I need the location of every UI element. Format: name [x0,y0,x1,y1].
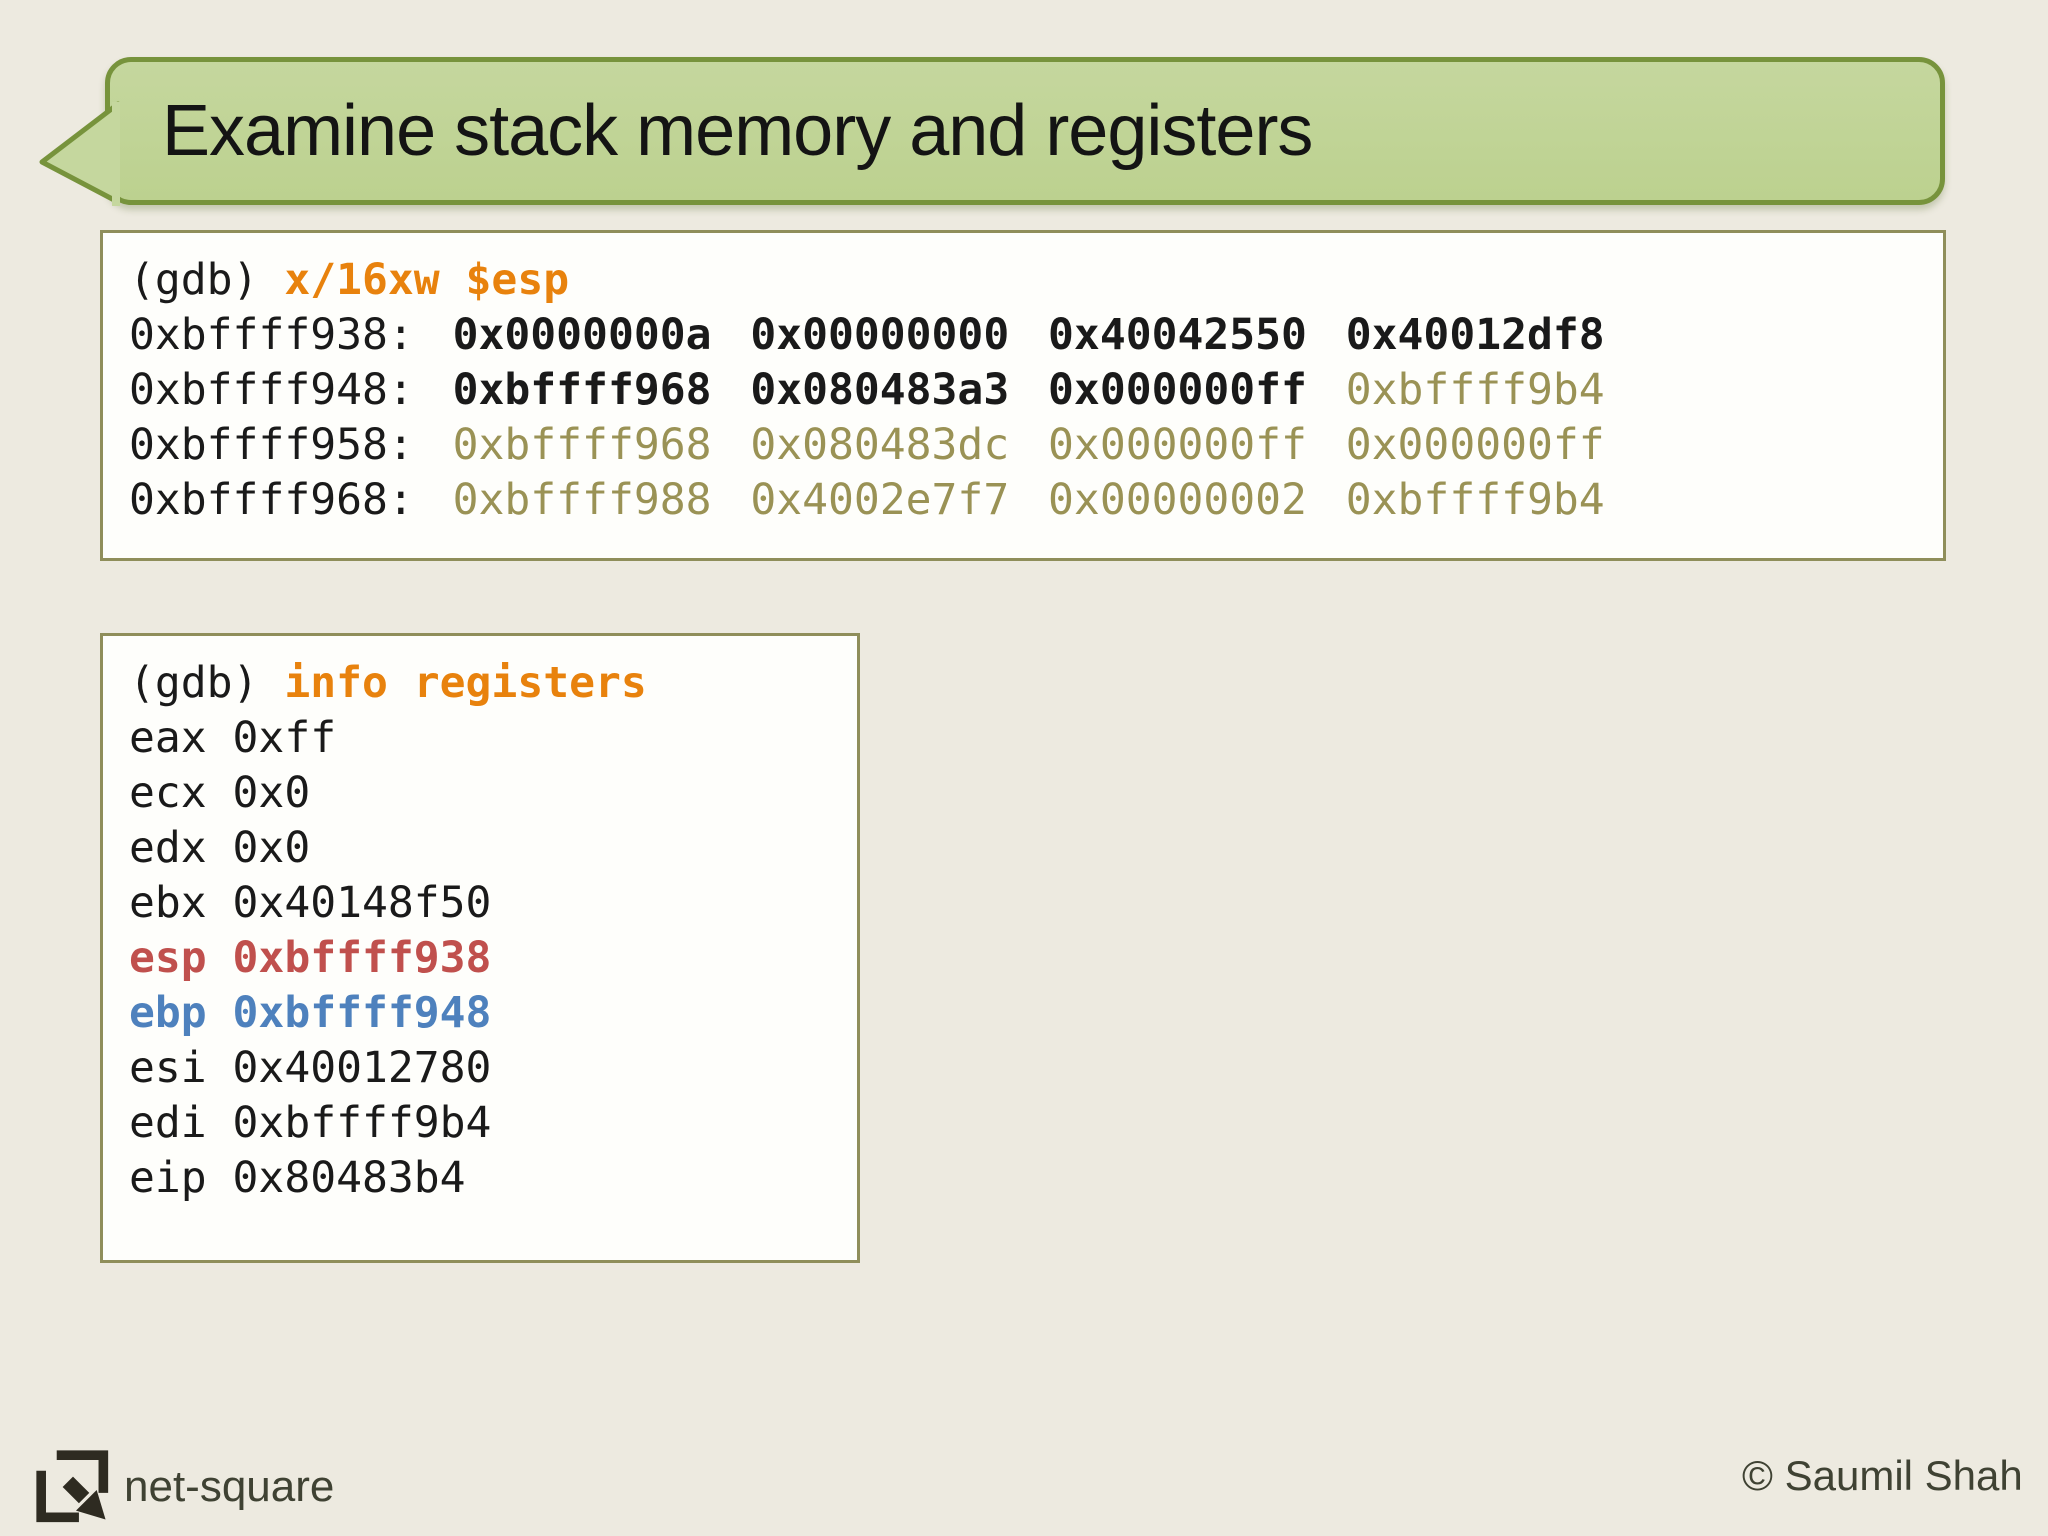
memory-value: 0x000000ff [1048,420,1307,470]
register-name: edi [129,1098,207,1148]
memory-value: 0x40012df8 [1345,310,1605,360]
gdb-command-line: (gdb) x/16xw $esp [129,253,1917,308]
gdb-prompt: (gdb) [129,255,259,305]
register-row: esp 0xbffff938 [129,931,831,986]
gdb-registers-panel: (gdb) info registers eax 0xff ecx 0x0 edx 0x… [100,633,860,1263]
memory-value: 0x00000002 [1048,475,1307,525]
speech-bubble-tail-icon [39,101,120,206]
memory-value: 0x000000ff [1345,420,1605,470]
footer-copyright: © Saumil Shah [1742,1452,2023,1499]
register-value: 0xbffff938 [232,933,492,983]
register-row: eax 0xff [129,711,831,766]
memory-value: 0xbffff988 [452,475,712,525]
gdb-command: x/16xw $esp [284,255,570,305]
register-value: 0xff [232,713,337,763]
title-bubble: Examine stack memory and registers [105,57,1945,205]
register-name: eax [129,713,207,763]
page-title: Examine stack memory and registers [162,91,1313,171]
register-name: ecx [129,768,207,818]
memory-value: 0x40042550 [1048,310,1307,360]
memory-row: 0xbffff958: 0xbffff968 0x080483dc 0x000000f… [129,418,1917,473]
memory-row: 0xbffff948: 0xbffff968 0x080483a3 0x000000f… [129,363,1917,418]
register-name: edx [129,823,207,873]
register-value: 0xbffff9b4 [232,1098,492,1148]
memory-address: 0xbffff938: [129,310,414,360]
register-value: 0x80483b4 [232,1153,466,1203]
memory-value: 0x00000000 [750,310,1010,360]
memory-value: 0x080483dc [750,420,1010,470]
memory-value: 0xbffff9b4 [1345,365,1605,415]
gdb-command: info registers [284,658,647,708]
register-name: eip [129,1153,207,1203]
register-row: edx 0x0 [129,821,831,876]
memory-value: 0xbffff968 [452,420,712,470]
register-value: 0x0 [232,768,311,818]
gdb-prompt: (gdb) [129,658,259,708]
register-row: ecx 0x0 [129,766,831,821]
register-name: esp [129,933,207,983]
register-row: edi 0xbffff9b4 [129,1096,831,1151]
register-name: esi [129,1043,207,1093]
memory-value: 0x0000000a [452,310,712,360]
register-value: 0x40148f50 [232,878,492,928]
register-row: eip 0x80483b4 [129,1151,831,1206]
memory-address: 0xbffff958: [129,420,414,470]
register-name: ebx [129,878,207,928]
memory-row: 0xbffff938: 0x0000000a 0x00000000 0x4004255… [129,308,1917,363]
register-value: 0x0 [232,823,311,873]
memory-value: 0xbffff968 [452,365,712,415]
register-row: ebx 0x40148f50 [129,876,831,931]
register-name: ebp [129,988,207,1038]
memory-address: 0xbffff968: [129,475,414,525]
footer-brand: net-square [124,1462,335,1511]
register-value: 0xbffff948 [232,988,492,1038]
register-row: esi 0x40012780 [129,1041,831,1096]
memory-address: 0xbffff948: [129,365,414,415]
register-value: 0x40012780 [232,1043,492,1093]
gdb-command-line: (gdb) info registers [129,656,831,711]
memory-value: 0x000000ff [1048,365,1307,415]
memory-row: 0xbffff968: 0xbffff988 0x4002e7f7 0x0000000… [129,473,1917,528]
memory-value: 0x080483a3 [750,365,1010,415]
memory-value: 0x4002e7f7 [750,475,1010,525]
net-square-logo-icon [36,1450,109,1523]
register-row: ebp 0xbffff948 [129,986,831,1041]
memory-value: 0xbffff9b4 [1345,475,1605,525]
